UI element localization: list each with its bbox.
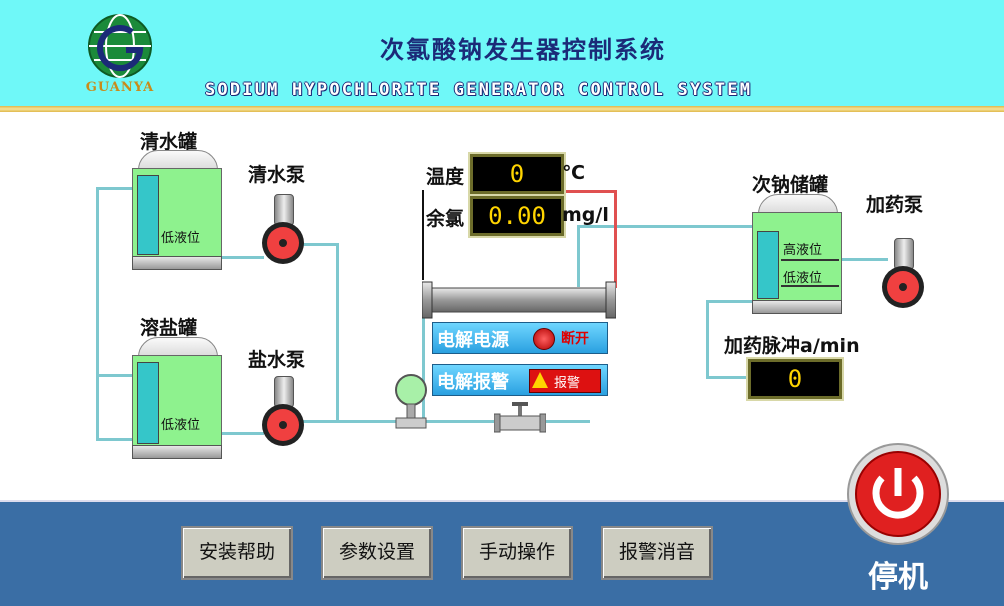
stop-label: 停机 bbox=[868, 560, 928, 595]
power-icon bbox=[847, 443, 949, 545]
level-label: 低液位 bbox=[161, 231, 201, 246]
residual-chlorine-label: 余氯 bbox=[426, 208, 465, 230]
pump-label-brine: 盐水泵 bbox=[248, 349, 306, 371]
alarm-indicator: 报警 bbox=[529, 369, 601, 393]
alarm-state-text: 报警 bbox=[554, 376, 581, 391]
power-status-label: 电解电源 bbox=[437, 330, 509, 351]
temperature-display: 0 bbox=[468, 152, 566, 196]
pump-label-dosing: 加药泵 bbox=[866, 194, 924, 216]
level-line bbox=[781, 259, 839, 261]
pipe bbox=[336, 243, 339, 423]
page-subtitle: SODIUM HYPOCHLORITE GENERATOR CONTROL SY… bbox=[205, 80, 753, 100]
pipe bbox=[216, 432, 264, 435]
valve-icon[interactable] bbox=[493, 402, 547, 436]
warning-icon bbox=[532, 372, 548, 388]
sensor-line bbox=[422, 190, 424, 280]
temperature-unit: ℃ bbox=[562, 162, 586, 184]
alarm-status-label: 电解报警 bbox=[437, 372, 509, 393]
tank-storage: 高液位 低液位 bbox=[752, 194, 842, 314]
pipe bbox=[577, 225, 757, 228]
dosing-pulse-label: 加药脉冲a/min bbox=[724, 335, 860, 357]
pipe bbox=[614, 190, 617, 288]
tank-brine: 低液位 bbox=[132, 337, 222, 461]
pipe bbox=[560, 190, 616, 193]
level-line bbox=[781, 285, 839, 287]
pipe bbox=[96, 187, 134, 190]
tank-label-brine: 溶盐罐 bbox=[140, 317, 198, 339]
pipe bbox=[706, 300, 756, 303]
pipe bbox=[96, 438, 134, 441]
brine-pump-icon[interactable] bbox=[262, 376, 306, 456]
header-divider bbox=[0, 106, 1004, 112]
parameter-settings-button[interactable]: 参数设置 bbox=[321, 526, 433, 580]
pipe bbox=[706, 300, 709, 378]
residual-chlorine-unit: mg/l bbox=[562, 204, 609, 226]
pipe bbox=[96, 187, 99, 440]
level-label: 低液位 bbox=[161, 418, 201, 433]
install-help-button[interactable]: 安装帮助 bbox=[181, 526, 293, 580]
stop-button[interactable]: 停机 bbox=[846, 440, 950, 602]
temperature-label: 温度 bbox=[426, 166, 465, 188]
pipe bbox=[300, 243, 338, 246]
low-level-label: 低液位 bbox=[783, 271, 823, 286]
logo-text: GUANYA bbox=[85, 80, 155, 95]
dosing-pulse-display: 0 bbox=[746, 357, 844, 401]
dosing-pump-icon[interactable] bbox=[882, 238, 926, 318]
power-status-panel[interactable]: 电解电源 断开 bbox=[432, 322, 608, 354]
pipe bbox=[577, 225, 580, 287]
alarm-silence-button[interactable]: 报警消音 bbox=[601, 526, 713, 580]
pipe bbox=[836, 258, 888, 261]
alarm-status-panel[interactable]: 电解报警 报警 bbox=[432, 364, 608, 396]
pipe bbox=[706, 376, 746, 379]
pipe bbox=[96, 374, 134, 377]
pump-label-fresh-water: 清水泵 bbox=[248, 164, 306, 186]
page-title: 次氯酸钠发生器控制系统 bbox=[380, 36, 666, 64]
high-level-label: 高液位 bbox=[783, 243, 823, 258]
power-indicator-icon bbox=[533, 328, 555, 350]
flow-meter-icon bbox=[390, 374, 432, 430]
pipe bbox=[422, 300, 425, 422]
electrolyzer-cell bbox=[421, 278, 617, 322]
residual-chlorine-display: 0.00 bbox=[468, 194, 566, 238]
tank-fresh-water: 低液位 bbox=[132, 150, 222, 270]
pipe bbox=[216, 256, 264, 259]
pipe bbox=[300, 420, 590, 423]
power-state-text: 断开 bbox=[561, 331, 589, 347]
tank-label-fresh-water: 清水罐 bbox=[140, 131, 198, 153]
manual-operation-button[interactable]: 手动操作 bbox=[461, 526, 573, 580]
tank-label-storage: 次钠储罐 bbox=[752, 174, 829, 196]
fresh-water-pump-icon[interactable] bbox=[262, 194, 306, 274]
globe-logo-icon bbox=[86, 12, 154, 80]
